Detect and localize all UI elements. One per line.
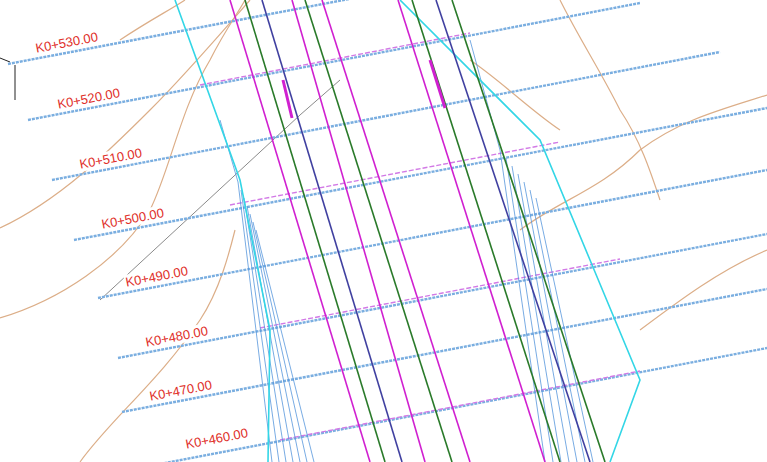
station-label: K0+460.00	[183, 425, 250, 452]
station-label: K0+470.00	[147, 377, 214, 404]
cross-section-lines	[8, 0, 767, 462]
station-label: K0+510.00	[77, 145, 144, 172]
station-ticks	[200, 33, 640, 440]
station-label: K0+480.00	[143, 323, 210, 350]
station-label: K0+490.00	[123, 263, 190, 290]
road-lines	[175, 0, 640, 462]
station-label: K0+520.00	[55, 85, 122, 112]
station-label: K0+500.00	[99, 205, 166, 232]
grey-line	[100, 80, 340, 300]
station-label: K0+530.00	[33, 29, 100, 56]
